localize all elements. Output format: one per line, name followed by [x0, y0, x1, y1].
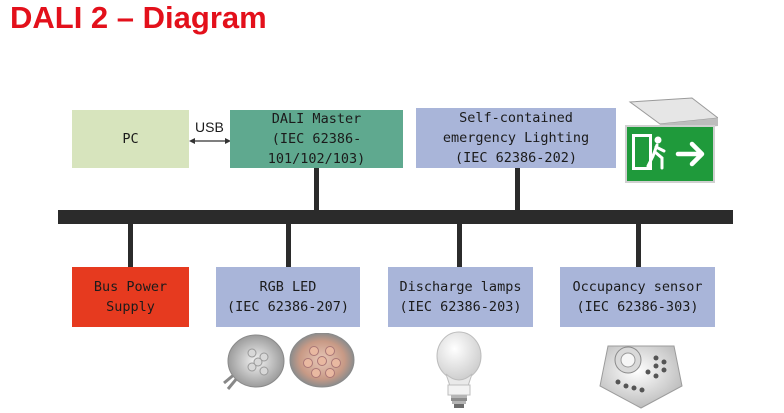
usb-label: USB: [195, 119, 224, 135]
master-standard: (IEC 62386-101/102/103): [267, 131, 366, 167]
occupancy-sensor-icon: [599, 345, 683, 409]
cfl-bulb-icon: [436, 331, 482, 408]
usb-double-arrow-icon: [189, 138, 231, 144]
pc-label: PC: [122, 131, 139, 147]
rgb-led-name: RGB LED: [259, 279, 317, 295]
connector-master: [314, 168, 319, 212]
connector-emergency: [515, 168, 520, 212]
page-title: DALI 2 – Diagram: [10, 0, 267, 35]
led-spotlight-icon: [223, 333, 355, 390]
emergency-lighting-node: Self-contained emergency Lighting (IEC 6…: [416, 108, 616, 168]
exit-sign-icon: [625, 97, 718, 183]
connector-rgb-led: [286, 222, 291, 268]
emergency-line2: emergency Lighting: [442, 130, 590, 146]
rgb-led-standard: (IEC 62386-207): [227, 299, 349, 315]
dali-master-node: DALI Master (IEC 62386-101/102/103): [230, 110, 403, 168]
connector-occupancy: [636, 222, 641, 268]
connector-discharge: [457, 222, 462, 268]
discharge-lamps-node: Discharge lamps (IEC 62386-203): [388, 267, 533, 327]
dali-bus-line: [58, 210, 733, 224]
pc-node: PC: [72, 110, 189, 168]
rgb-led-node: RGB LED (IEC 62386-207): [216, 267, 360, 327]
bus-power-supply-node: Bus Power Supply: [72, 267, 189, 327]
occupancy-standard: (IEC 62386-303): [576, 299, 699, 315]
occupancy-name: Occupancy sensor: [572, 279, 703, 295]
emergency-line1: Self-contained: [459, 110, 573, 126]
emergency-standard: (IEC 62386-202): [455, 150, 577, 166]
bus-power-line2: Supply: [106, 299, 155, 315]
connector-bus-power: [128, 222, 133, 268]
master-name: DALI Master: [271, 111, 362, 127]
bus-power-line1: Bus Power: [93, 279, 168, 295]
discharge-name: Discharge lamps: [399, 279, 522, 295]
occupancy-sensor-node: Occupancy sensor (IEC 62386-303): [560, 267, 715, 327]
discharge-standard: (IEC 62386-203): [399, 299, 522, 315]
